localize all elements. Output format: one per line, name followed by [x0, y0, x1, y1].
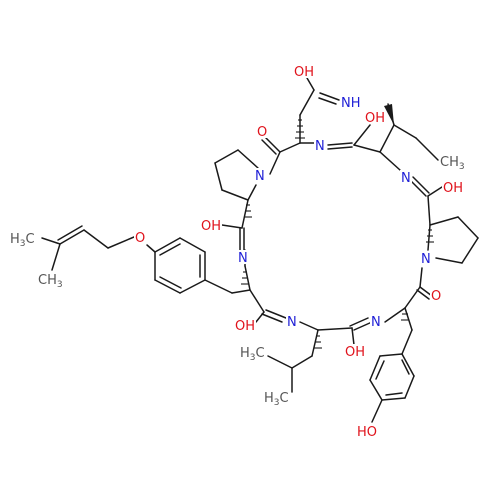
atom-labels: OH NH O N OH CH3 N OH N OH N O H3C CH3 N — [10, 64, 465, 440]
label-leu-h3c-upper: H3C — [240, 346, 265, 363]
label-leu-right-oh: OH — [345, 345, 365, 360]
label-pro1-n: N — [255, 169, 265, 184]
label-right-oh: OH — [443, 181, 463, 196]
label-pro1-carbonyl-o: O — [257, 125, 267, 140]
label-ether-o: O — [135, 231, 145, 246]
stereo-hash-bonds — [241, 119, 434, 349]
label-amide-nh: NH — [341, 96, 361, 111]
label-tyr-n: N — [371, 315, 381, 330]
label-leu-h3c-lower: H3C — [264, 391, 289, 408]
label-amide-oh: OH — [294, 65, 314, 80]
label-prenyl-h3c: H3C — [10, 232, 35, 249]
label-pro2-carbonyl-o: O — [431, 289, 441, 304]
label-leu-n: N — [287, 315, 297, 330]
label-leu-left-oh: OH — [235, 319, 255, 334]
label-top-n: N — [315, 139, 325, 154]
label-ile-oh: OH — [365, 111, 385, 126]
label-prenyl-ch3: CH3 — [38, 273, 63, 290]
bond-network — [41, 77, 479, 423]
label-left-amide-oh: OH — [201, 219, 221, 234]
label-right-n: N — [401, 171, 411, 186]
stereo-wedge-bond — [384, 104, 394, 125]
label-ile-ch3: CH3 — [440, 155, 465, 172]
label-left-n: N — [238, 251, 248, 266]
label-phenol-ho: HO — [357, 425, 377, 440]
label-pro2-n: N — [421, 252, 431, 267]
